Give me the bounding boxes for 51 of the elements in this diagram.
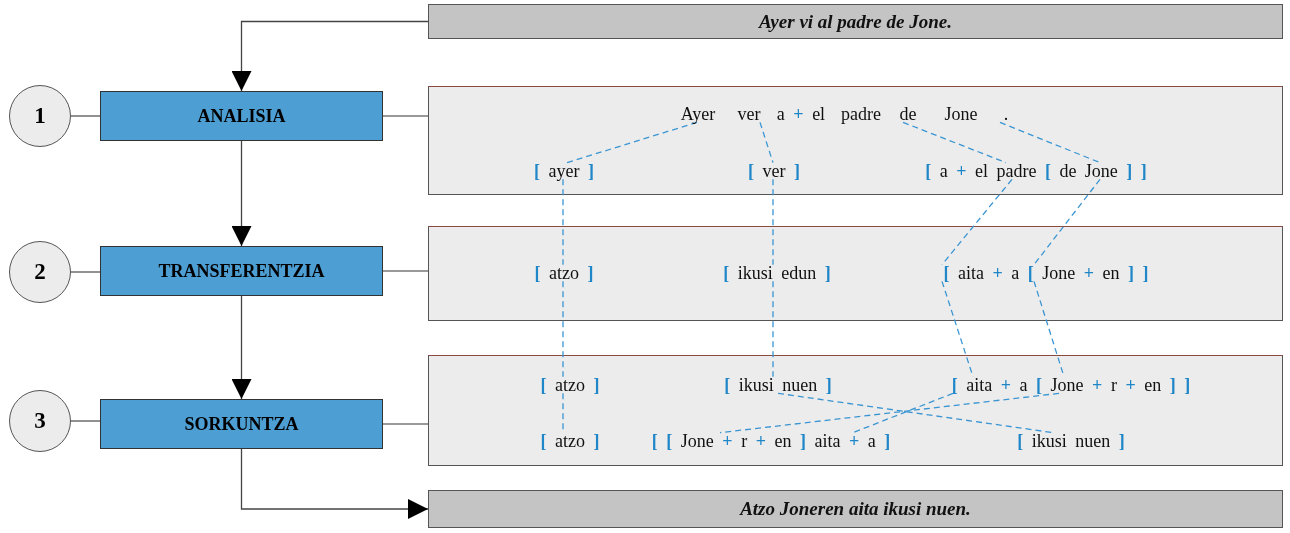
dashed-link [759, 121, 774, 164]
bracketed-phrase: [ ikusi edun ] [723, 262, 831, 284]
bracketed-phrase: [ atzo ] [540, 374, 600, 396]
step-number-circle: 3 [9, 390, 71, 452]
panel-box [428, 355, 1283, 466]
arrow [231, 295, 252, 400]
step-number-circle: 1 [9, 85, 71, 147]
stage-box: TRANSFERENTZIA [100, 246, 383, 296]
word: ver [737, 103, 761, 125]
connector-line [70, 420, 101, 422]
connector-line [382, 115, 429, 117]
dashed-link [852, 392, 954, 434]
arrow [231, 140, 252, 247]
dashed-link [902, 121, 1007, 164]
bracketed-phrase: [ aita + a [ Jone + r + en ] ] [951, 374, 1191, 396]
dashed-link [772, 178, 774, 266]
connector-line [70, 115, 101, 117]
word: a + el [776, 103, 826, 125]
bracketed-phrase: [ atzo ] [540, 430, 600, 452]
dashed-link [719, 392, 1060, 434]
word: Ayer [680, 103, 716, 125]
connector-line [70, 271, 101, 273]
bracketed-phrase: [ [ Jone + r + en ] aita + a ] [651, 430, 891, 452]
bracketed-phrase: [ ver ] [748, 160, 800, 182]
word: Jone [944, 103, 978, 125]
word: . [1003, 103, 1009, 125]
dashed-link [772, 280, 774, 378]
sentence-banner: Atzo Joneren aita ikusi nuen. [428, 490, 1283, 528]
bracketed-phrase: [ ayer ] [534, 160, 594, 182]
sentence-banner: Ayer vi al padre de Jone. [428, 4, 1283, 39]
dashed-link [562, 280, 564, 378]
panel-box [428, 226, 1283, 321]
step-number-circle: 2 [9, 241, 71, 303]
arrow [240, 448, 429, 519]
panel-box [428, 86, 1283, 195]
bracketed-phrase: [ aita + a [ Jone + en ] ] [943, 262, 1149, 284]
connector-line [382, 423, 429, 425]
bracketed-phrase: [ ikusi nuen ] [1017, 430, 1125, 452]
dashed-link [777, 392, 1054, 434]
stage-box: ANALISIA [100, 91, 383, 141]
word: de [899, 103, 917, 125]
bracketed-phrase: [ a + el padre [ de Jone ] ] [925, 160, 1147, 182]
dashed-link [999, 121, 1101, 164]
word: padre [841, 103, 881, 125]
dashed-link [1033, 178, 1101, 266]
arrow [231, 20, 429, 92]
bracketed-phrase: [ ikusi nuen ] [724, 374, 832, 396]
stage-box: SORKUNTZA [100, 399, 383, 449]
connector-line [382, 270, 429, 272]
bracketed-phrase: [ atzo ] [534, 262, 594, 284]
dashed-link [562, 178, 564, 266]
